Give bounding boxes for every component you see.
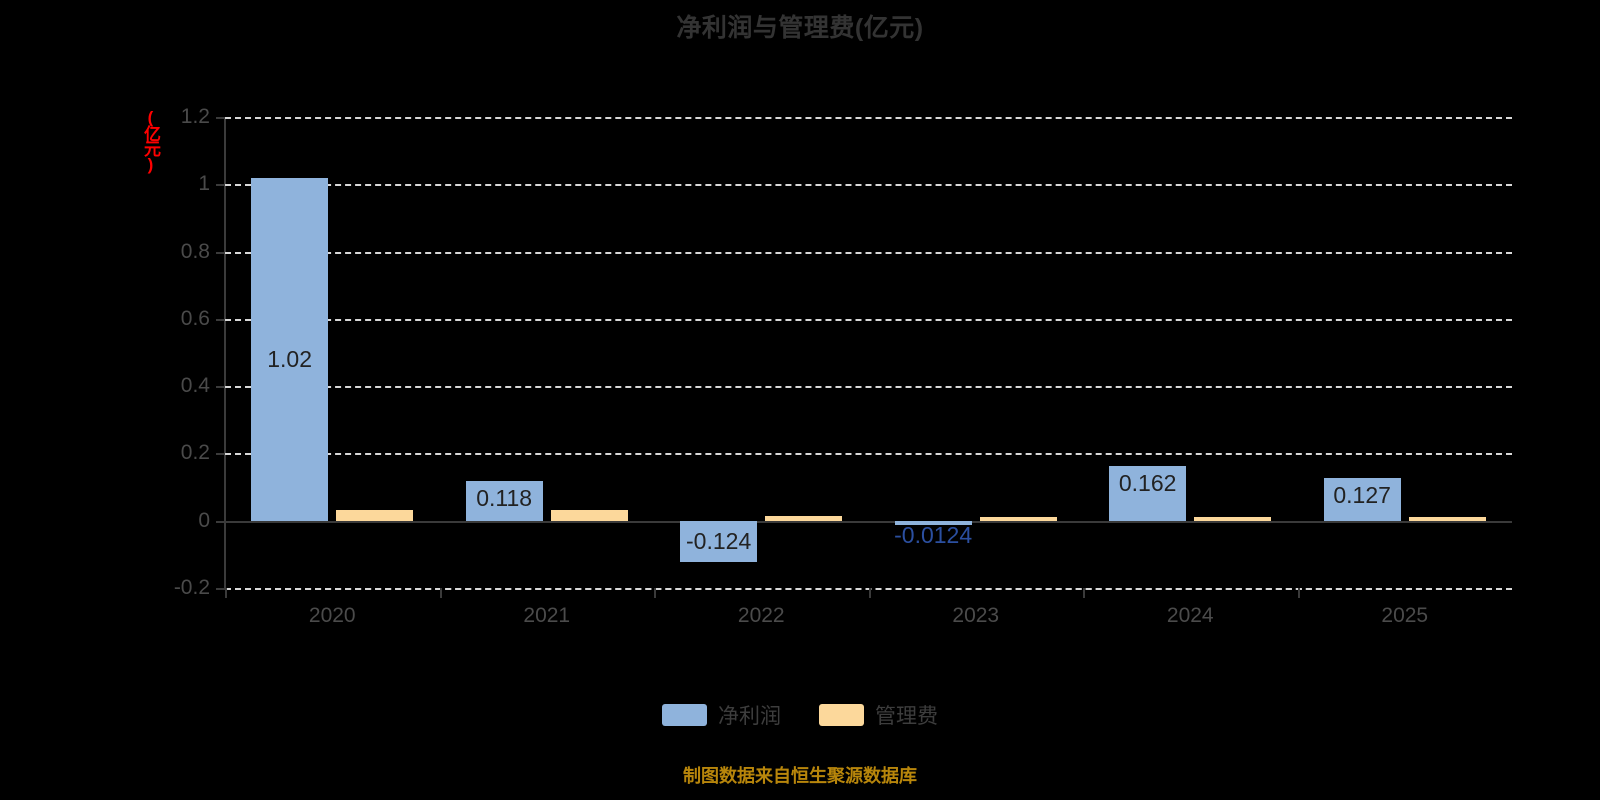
bar-profit-2022[interactable] <box>680 520 758 563</box>
legend-label: 管理费 <box>875 705 938 728</box>
bar-fee-2022[interactable] <box>765 516 843 521</box>
y-tick-label: 1.2 <box>180 105 210 128</box>
legend-item-fee[interactable]: 管理费 <box>819 700 938 730</box>
y-tick-label: 0.6 <box>180 306 210 330</box>
bar-value-label-2022: -0.124 <box>686 527 752 554</box>
y-tick-mark <box>216 117 225 119</box>
y-axis-unit-label: (亿元) <box>141 108 160 172</box>
y-tick-mark <box>216 588 225 590</box>
bar-profit-2023[interactable] <box>894 520 972 525</box>
source-note: 制图数据来自恒生聚源数据库 <box>683 766 917 786</box>
y-tick-mark <box>216 520 225 523</box>
y-gridline <box>225 453 1512 456</box>
plot-area: 1.2 1 0.8 0.6 0.4 0.2 0 -0.2 2020 2021 2022 2023 202… <box>174 105 1512 627</box>
y-gridline <box>225 251 1512 254</box>
y-tick-mark <box>216 318 225 321</box>
chart-title: 净利润与管理费(亿元) <box>676 14 924 42</box>
x-tick-label-2023: 2023 <box>952 604 1000 627</box>
bar-value-label-2020: 1.02 <box>267 345 313 372</box>
bar-fee-2023[interactable] <box>979 517 1057 521</box>
y-axis-line <box>224 117 226 588</box>
x-tick-label-2022: 2022 <box>737 604 785 627</box>
x-tick-mark <box>225 588 227 598</box>
bar-value-label-2024: 0.162 <box>1118 470 1177 497</box>
legend-label: 净利润 <box>718 705 781 728</box>
zero-baseline <box>225 520 1512 523</box>
legend-item-profit[interactable]: 净利润 <box>662 700 781 730</box>
bar-profit-2024[interactable] <box>1109 466 1187 521</box>
bar-profit-2025[interactable] <box>1323 477 1401 521</box>
x-tick-label-2024: 2024 <box>1166 604 1214 627</box>
y-tick-label: 0.4 <box>180 374 210 398</box>
bar-fee-2024[interactable] <box>1194 516 1272 521</box>
y-tick-mark <box>216 453 225 456</box>
bar-fee-2025[interactable] <box>1408 517 1486 521</box>
bar-profit-2021[interactable] <box>465 481 543 521</box>
x-tick-mark <box>868 588 871 598</box>
y-tick-label: 1 <box>198 172 210 196</box>
y-tick-mark <box>216 386 225 389</box>
y-tick-mark <box>216 251 225 254</box>
y-tick-label: 0.8 <box>180 239 210 263</box>
bar-value-label-2021: 0.118 <box>476 485 533 512</box>
y-tick-label: 0 <box>198 508 210 532</box>
y-gridline <box>225 386 1512 389</box>
x-tick-label-2021: 2021 <box>523 604 571 627</box>
y-gridline <box>225 184 1512 187</box>
x-tick-mark <box>1083 588 1085 598</box>
legend-swatch-icon <box>662 704 707 726</box>
y-tick-label: 0.2 <box>180 441 210 465</box>
x-tick-mark <box>1297 588 1300 598</box>
x-tick-mark <box>654 588 656 598</box>
bar-value-label-2025: 0.127 <box>1333 481 1391 508</box>
bar-fee-2021[interactable] <box>550 509 628 521</box>
y-tick-label: -0.2 <box>173 576 210 599</box>
bar-fee-2020[interactable] <box>336 510 414 521</box>
x-tick-mark <box>439 588 442 598</box>
y-tick-mark <box>216 184 225 187</box>
chart-legend: 净利润 管理费 <box>0 700 1600 730</box>
bar-profit-2020[interactable] <box>251 177 329 521</box>
bar-value-label-2023: -0.0124 <box>894 521 973 548</box>
x-tick-label-2020: 2020 <box>308 604 356 627</box>
x-tick-label-2025: 2025 <box>1381 604 1429 627</box>
y-gridline <box>225 318 1512 321</box>
legend-swatch-icon <box>819 704 864 726</box>
y-gridline <box>225 117 1512 119</box>
